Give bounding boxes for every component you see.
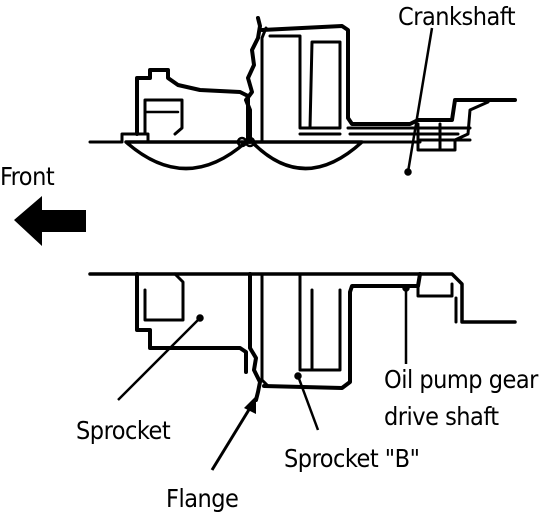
label-oil-pump-line1: Oil pump gear	[384, 365, 538, 394]
lower-top-line	[88, 272, 517, 324]
upper-flange-inner	[260, 26, 268, 144]
leader-sprocket	[117, 317, 201, 401]
upper-half-assembly	[88, 16, 517, 171]
leader-sprocket-b-dot	[294, 372, 302, 380]
label-sprocket-b: Sprocket "B"	[284, 444, 420, 473]
leader-sprocket-dot	[196, 314, 204, 322]
lower-sprocket-body	[135, 272, 248, 374]
lower-flange	[248, 272, 262, 402]
lower-shaft-step	[416, 282, 458, 324]
label-crankshaft: Crankshaft	[398, 2, 516, 31]
upper-shaft-steps	[298, 100, 490, 152]
upper-right-semicircle	[250, 140, 364, 171]
flange-pointer	[210, 396, 256, 471]
label-oil-pump-line2: drive shaft	[384, 402, 499, 431]
upper-sprocket-b-inner	[268, 34, 342, 130]
label-flange: Flange	[166, 484, 239, 513]
arrow-left-icon	[14, 196, 86, 246]
upper-sprocket-b-body	[260, 24, 517, 126]
upper-left-semicircle	[124, 140, 248, 171]
lower-sprocket-inner	[143, 272, 185, 322]
leader-oil-pump-dot	[402, 284, 410, 292]
lower-sprocket-b-inner	[298, 272, 342, 372]
leader-crankshaft-dot	[404, 168, 412, 176]
upper-sprocket-inner	[143, 98, 184, 136]
leader-crankshaft	[406, 27, 434, 173]
upper-sprocket-body	[135, 68, 250, 144]
upper-flange	[244, 16, 262, 144]
upper-small-circles	[236, 136, 256, 148]
label-front: Front	[0, 162, 55, 191]
lower-half-assembly	[88, 272, 517, 402]
lower-flange-inner	[260, 272, 270, 388]
leader-sprocket-b	[296, 375, 320, 431]
label-sprocket: Sprocket	[76, 416, 171, 445]
upper-shaft-end	[418, 122, 472, 152]
leader-lines	[117, 27, 434, 431]
